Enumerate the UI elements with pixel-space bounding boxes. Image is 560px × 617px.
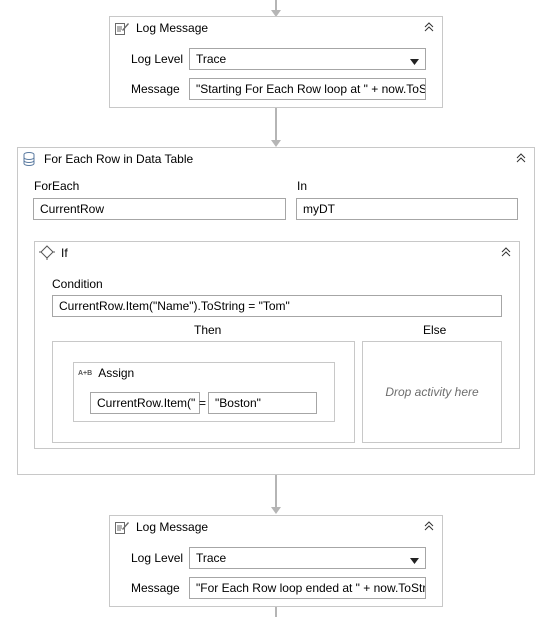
log-level-label: Log Level	[131, 52, 184, 66]
message-input[interactable]: "Starting For Each Row loop at " + now.T…	[189, 78, 426, 100]
arrowhead-top	[271, 10, 281, 17]
assign-operator: =	[199, 396, 207, 410]
connector-2	[275, 475, 277, 509]
for-each-row-activity[interactable]: For Each Row in Data Table ForEach Curre…	[17, 147, 535, 475]
log-message-activity-top[interactable]: Log Message Log Level Trace Message "Sta…	[109, 16, 443, 108]
assign-header[interactable]: A+B Assign	[74, 363, 334, 383]
message-label: Message	[131, 82, 180, 96]
message-label: Message	[131, 581, 180, 595]
collapse-icon[interactable]	[422, 21, 436, 35]
assign-activity[interactable]: A+B Assign CurrentRow.Item(" = "Boston"	[73, 362, 335, 422]
log-message-header[interactable]: Log Message	[110, 516, 442, 538]
log-level-value: Trace	[196, 551, 227, 565]
if-activity[interactable]: If Condition CurrentRow.Item("Name").ToS…	[34, 241, 520, 449]
if-icon	[39, 245, 55, 261]
assign-title: Assign	[98, 366, 135, 380]
message-input[interactable]: "For Each Row loop ended at " + now.ToSt…	[189, 577, 426, 599]
chevron-down-icon	[410, 552, 419, 568]
else-label: Else	[423, 323, 447, 337]
log-message-title: Log Message	[136, 520, 209, 534]
condition-input[interactable]: CurrentRow.Item("Name").ToString = "Tom"	[52, 295, 502, 317]
condition-label: Condition	[52, 277, 103, 291]
foreach-input[interactable]: CurrentRow	[33, 198, 286, 220]
assign-value-input[interactable]: "Boston"	[208, 392, 317, 414]
drop-activity-placeholder: Drop activity here	[385, 385, 479, 399]
if-title: If	[61, 246, 68, 260]
chevron-down-icon	[410, 53, 419, 69]
arrowhead-1	[271, 140, 281, 147]
collapse-icon[interactable]	[514, 152, 528, 166]
log-message-icon	[114, 20, 130, 36]
assign-to-input[interactable]: CurrentRow.Item("	[90, 392, 200, 414]
foreach-label: ForEach	[34, 179, 80, 193]
arrowhead-2	[271, 507, 281, 514]
collapse-icon[interactable]	[422, 520, 436, 534]
else-container[interactable]: Drop activity here	[362, 341, 502, 443]
log-message-activity-bottom[interactable]: Log Message Log Level Trace Message "For…	[109, 515, 443, 607]
log-level-label: Log Level	[131, 551, 184, 565]
log-level-select[interactable]: Trace	[189, 547, 426, 569]
log-message-header[interactable]: Log Message	[110, 17, 442, 39]
connector-top	[275, 0, 277, 12]
connector-1	[275, 108, 277, 142]
log-level-select[interactable]: Trace	[189, 48, 426, 70]
in-input[interactable]: myDT	[296, 198, 518, 220]
then-container[interactable]: A+B Assign CurrentRow.Item(" = "Boston"	[52, 341, 355, 443]
log-message-icon	[114, 519, 130, 535]
collapse-icon[interactable]	[499, 246, 513, 260]
then-label: Then	[194, 323, 222, 337]
data-table-icon	[22, 151, 38, 167]
for-each-row-header[interactable]: For Each Row in Data Table	[18, 148, 534, 170]
log-level-value: Trace	[196, 52, 227, 66]
assign-icon: A+B	[78, 369, 93, 377]
log-message-title: Log Message	[136, 21, 209, 35]
connector-bottom	[275, 607, 277, 617]
in-label: In	[297, 179, 308, 193]
if-header[interactable]: If	[35, 242, 519, 264]
for-each-row-title: For Each Row in Data Table	[44, 152, 194, 166]
